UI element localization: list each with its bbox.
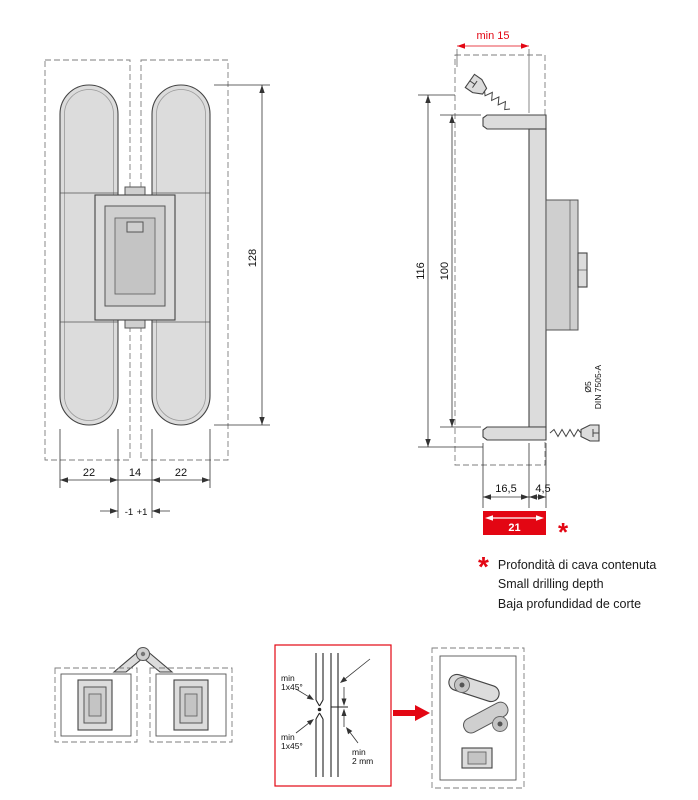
screw-diameter-label: Ø5 [583, 381, 593, 393]
red-arrow-icon [393, 705, 430, 721]
side-view-asterisk: * [558, 517, 569, 547]
door-and-frame-edge-lines [315, 653, 348, 777]
footnote-line-english: Small drilling depth [497, 577, 604, 592]
pointer-arrow [393, 705, 430, 721]
closed-hinge-drawing [431, 647, 525, 789]
footnote-line-spanish: Baja profundidad de corte [497, 596, 642, 611]
screw-bottom [549, 424, 600, 442]
dim-wing-right-label: 22 [175, 467, 187, 479]
total-depth-highlight: 21 * [483, 511, 569, 547]
footnote-asterisk: * [478, 551, 489, 582]
gap-value-label: 2 mm [352, 756, 373, 766]
min-depth-dimension: min 15 [457, 30, 529, 49]
folded-hinge-mechanism [448, 673, 509, 769]
left-door-section [60, 673, 132, 737]
dim-wing-left-label: 22 [83, 467, 95, 479]
depth-dimensions: 16,5 4,5 [482, 443, 551, 508]
dim-height-label: 128 [247, 249, 259, 267]
gap-min-label: min [352, 747, 366, 757]
screw-spec: Ø5 DIN 7505-A [583, 364, 603, 409]
footnote-line-italian: Profondità di cava contenuta [497, 558, 657, 572]
hinge-center-body [94, 186, 176, 329]
detail-annotations: min 1x45° min 1x45° min 2 mm [281, 658, 373, 766]
front-view-dimensions: 128 22 14 22 -1 +1 [59, 84, 270, 518]
tolerance-plus-label: +1 [137, 507, 148, 518]
gap-detail-drawing: min 1x45° min 1x45° min 2 mm [274, 644, 392, 787]
chamfer-top-min-label: min [281, 673, 295, 683]
pivot-center [140, 651, 146, 657]
front-view-drawing: 128 22 14 22 -1 +1 [44, 59, 270, 518]
screw-top [464, 73, 516, 117]
chamfer-bottom-value-label: 1x45° [281, 741, 303, 751]
door-section-dashed [431, 647, 525, 789]
footnote-lines: Profondità di cava contenuta Small drill… [498, 556, 656, 614]
screw-standard-label: DIN 7505-A [593, 364, 603, 409]
hinge-wings [59, 84, 211, 426]
dim-100-label: 100 [439, 262, 451, 280]
dim-plate-depth-label: 4,5 [535, 483, 550, 495]
dim-116-label: 116 [415, 262, 427, 280]
chamfer-top-value-label: 1x45° [281, 682, 303, 692]
dim-cup-depth-label: 16,5 [495, 483, 516, 495]
door-sections-dashed [54, 667, 233, 743]
dim-center-label: 14 [129, 467, 141, 479]
hinge-side-profile [482, 114, 588, 441]
door-section-frame [439, 655, 517, 781]
footnote: * Profondità di cava contenuta Small dri… [478, 551, 656, 614]
chamfer-bottom-min-label: min [281, 732, 295, 742]
dim-min15-label: min 15 [476, 30, 509, 42]
dim-total-depth-label: 21 [508, 522, 520, 534]
red-depth-box [483, 511, 546, 535]
tolerance-minus-label: -1 [125, 507, 133, 518]
right-door-section [155, 673, 227, 737]
groove-point [317, 707, 322, 712]
vertical-dimensions: 116 100 [415, 94, 483, 448]
open-hinge-drawing [54, 647, 233, 743]
door-edge-dashed-outline [454, 54, 546, 466]
detail-red-border [274, 644, 392, 787]
side-view-drawing: min 15 116 100 Ø5 DIN 7505-A [415, 30, 603, 547]
